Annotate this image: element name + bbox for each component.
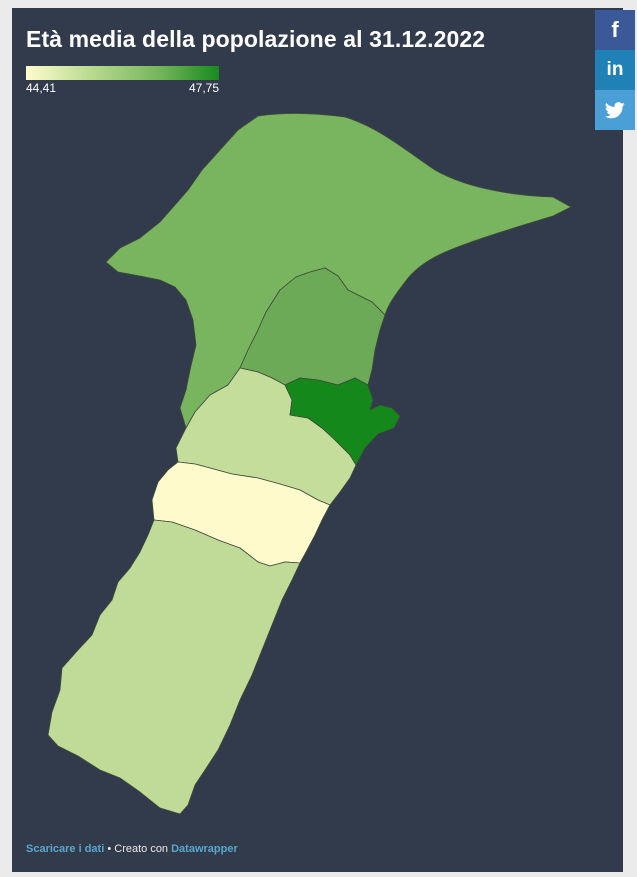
footer: Scaricare i dati • Creato con Datawrappe… <box>26 843 238 855</box>
legend-labels: 44,41 47,75 <box>26 81 219 95</box>
linkedin-share-button[interactable]: in <box>595 50 635 90</box>
twitter-bird-icon <box>605 101 625 118</box>
region-center-east[interactable] <box>284 377 401 466</box>
legend-gradient-bar <box>26 66 219 80</box>
region-south[interactable] <box>47 519 301 815</box>
legend-min-label: 44,41 <box>26 81 57 95</box>
footer-separator: • Creato con <box>104 843 172 855</box>
twitter-share-button[interactable] <box>595 90 635 130</box>
color-legend: 44,41 47,75 <box>26 66 219 95</box>
share-bar: f in <box>595 10 635 130</box>
region-north[interactable] <box>105 113 572 429</box>
facebook-share-button[interactable]: f <box>595 10 635 50</box>
download-data-link[interactable]: Scaricare i dati <box>26 843 105 855</box>
datawrapper-link[interactable]: Datawrapper <box>171 843 238 855</box>
legend-max-label: 47,75 <box>188 81 219 95</box>
chart-title: Età media della popolazione al 31.12.202… <box>26 26 486 52</box>
